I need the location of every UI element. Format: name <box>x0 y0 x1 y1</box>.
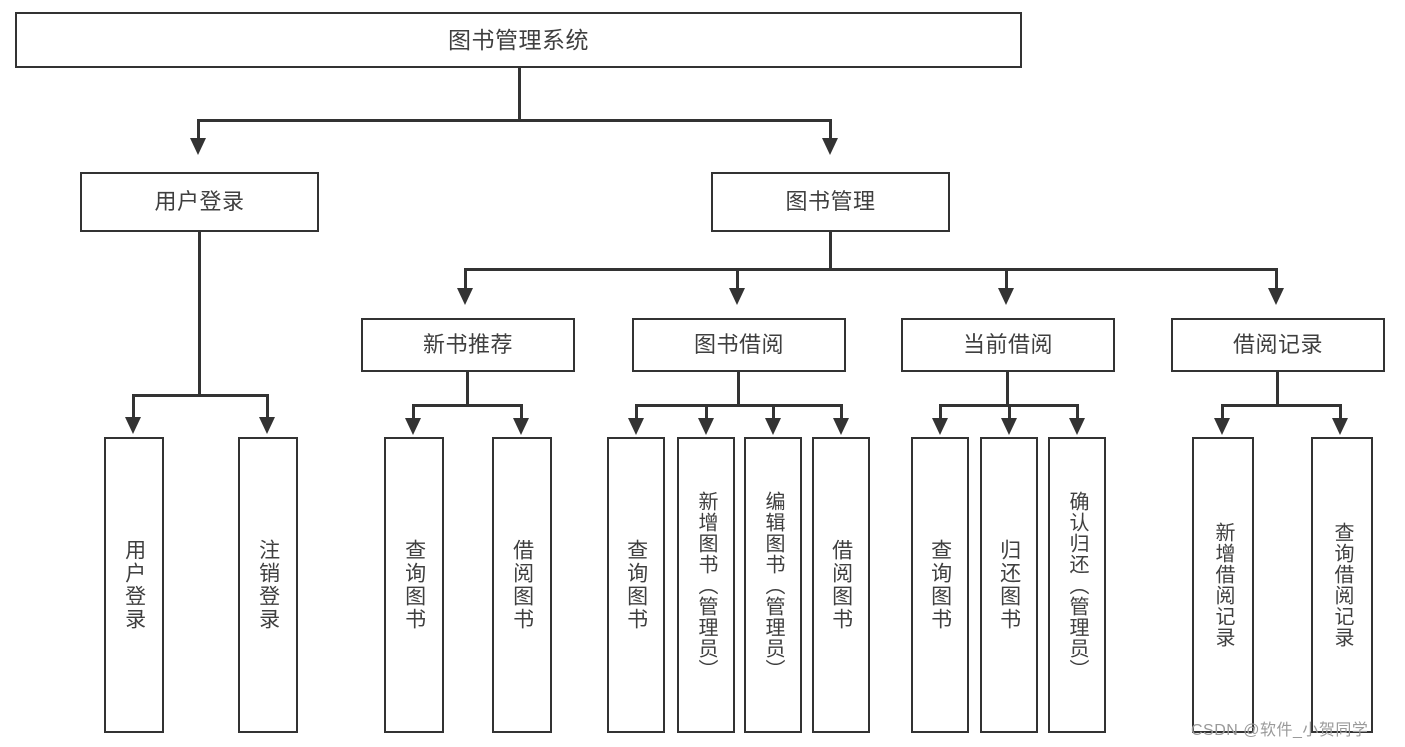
leaf-add-book-admin[interactable]: 新增图书（管理员） <box>677 437 735 733</box>
connector-book-borrow-bar <box>635 404 843 407</box>
node-label: 确认归还（管理员） <box>1066 490 1088 680</box>
node-book-borrow[interactable]: 图书借阅 <box>632 318 846 372</box>
connector-user-login-drop <box>198 232 201 396</box>
leaf-query-book-borrow[interactable]: 查询图书 <box>607 437 665 733</box>
connector-root-bar <box>197 119 832 122</box>
connector-new-book-leaf-1 <box>412 404 415 420</box>
connector-book-borrow-leaf-3 <box>772 404 775 420</box>
leaf-return-book[interactable]: 归还图书 <box>980 437 1038 733</box>
connector-book-borrow-drop <box>737 372 740 406</box>
leaf-edit-book-admin[interactable]: 编辑图书（管理员） <box>744 437 802 733</box>
leaf-borrow-book[interactable]: 借阅图书 <box>812 437 870 733</box>
node-label: 图书管理 <box>785 188 876 214</box>
connector-user-login-bar <box>132 394 269 397</box>
arrowhead-book-borrow-leaf-4 <box>833 418 849 435</box>
node-label: 归还图书 <box>997 539 1021 631</box>
leaf-user-login[interactable]: 用户登录 <box>104 437 164 733</box>
node-current-borrow[interactable]: 当前借阅 <box>901 318 1115 372</box>
node-label: 借阅图书 <box>510 539 534 631</box>
node-label: 查询图书 <box>624 539 648 631</box>
leaf-borrow-book-recommend[interactable]: 借阅图书 <box>492 437 552 733</box>
connector-new-book-drop <box>466 372 469 406</box>
node-book-manage[interactable]: 图书管理 <box>711 172 950 232</box>
connector-current-borrow-drop <box>1006 372 1009 406</box>
arrowhead-book-borrow-leaf-1 <box>628 418 644 435</box>
arrowhead-book-borrow-leaf-2 <box>698 418 714 435</box>
connector-borrow-record-leaf-2 <box>1339 404 1342 420</box>
connector-to-book-manage <box>829 119 832 141</box>
arrowhead-borrow-record <box>1268 288 1284 305</box>
node-label: 注销登录 <box>256 539 280 631</box>
connector-new-book-leaf-2 <box>520 404 523 420</box>
connector-to-new-book <box>464 268 467 290</box>
node-label: 查询图书 <box>402 539 426 631</box>
leaf-query-book-current[interactable]: 查询图书 <box>911 437 969 733</box>
leaf-query-borrow-record[interactable]: 查询借阅记录 <box>1311 437 1373 733</box>
leaf-logout[interactable]: 注销登录 <box>238 437 298 733</box>
node-new-book-recommend[interactable]: 新书推荐 <box>361 318 575 372</box>
arrowhead-current-borrow-leaf-1 <box>932 418 948 435</box>
arrowhead-current-borrow <box>998 288 1014 305</box>
arrowhead-new-book-leaf-1 <box>405 418 421 435</box>
connector-user-login-leaf-1 <box>132 394 135 419</box>
connector-book-borrow-leaf-1 <box>635 404 638 420</box>
leaf-query-book-recommend[interactable]: 查询图书 <box>384 437 444 733</box>
connector-borrow-record-bar <box>1221 404 1342 407</box>
node-label: 图书借阅 <box>693 331 784 357</box>
arrowhead-book-borrow-leaf-3 <box>765 418 781 435</box>
connector-book-borrow-leaf-4 <box>840 404 843 420</box>
connector-to-current-borrow <box>1005 268 1008 290</box>
node-borrow-record[interactable]: 借阅记录 <box>1171 318 1385 372</box>
connector-to-book-borrow <box>736 268 739 290</box>
arrowhead-current-borrow-leaf-2 <box>1001 418 1017 435</box>
csdn-watermark: CSDN @软件_小贺同学 <box>1191 722 1369 739</box>
arrowhead-new-book-leaf-2 <box>513 418 529 435</box>
arrowhead-new-book <box>457 288 473 305</box>
arrowhead-leaf-user-login <box>125 417 141 434</box>
connector-book-manage-bar <box>464 268 1278 271</box>
node-label: 图书管理系统 <box>448 26 589 53</box>
node-label: 新增图书（管理员） <box>695 490 717 680</box>
leaf-confirm-return-admin[interactable]: 确认归还（管理员） <box>1048 437 1106 733</box>
arrowhead-book-borrow <box>729 288 745 305</box>
node-label: 新增借阅记录 <box>1212 522 1234 648</box>
connector-book-manage-drop <box>829 232 832 270</box>
arrowhead-user-login <box>190 138 206 155</box>
node-label: 编辑图书（管理员） <box>762 490 784 680</box>
arrowhead-borrow-record-leaf-2 <box>1332 418 1348 435</box>
node-user-login[interactable]: 用户登录 <box>80 172 319 232</box>
connector-book-borrow-leaf-2 <box>705 404 708 420</box>
arrowhead-borrow-record-leaf-1 <box>1214 418 1230 435</box>
connector-to-borrow-record <box>1275 268 1278 290</box>
node-label: 用户登录 <box>122 539 146 631</box>
connector-user-login-leaf-2 <box>266 394 269 419</box>
connector-current-borrow-leaf-1 <box>939 404 942 420</box>
node-label: 查询图书 <box>928 539 952 631</box>
node-label: 借阅记录 <box>1232 331 1323 357</box>
arrowhead-book-manage <box>822 138 838 155</box>
node-root-system[interactable]: 图书管理系统 <box>15 12 1022 68</box>
connector-root-drop <box>518 68 521 121</box>
node-label: 查询借阅记录 <box>1331 522 1353 648</box>
connector-new-book-bar <box>412 404 523 407</box>
connector-current-borrow-leaf-3 <box>1076 404 1079 420</box>
node-label: 新书推荐 <box>422 331 513 357</box>
arrowhead-current-borrow-leaf-3 <box>1069 418 1085 435</box>
connector-borrow-record-drop <box>1276 372 1279 406</box>
leaf-add-borrow-record[interactable]: 新增借阅记录 <box>1192 437 1254 733</box>
connector-borrow-record-leaf-1 <box>1221 404 1224 420</box>
node-label: 用户登录 <box>154 188 245 214</box>
arrowhead-leaf-logout <box>259 417 275 434</box>
connector-to-user-login <box>197 119 200 141</box>
connector-current-borrow-leaf-2 <box>1008 404 1011 420</box>
node-label: 借阅图书 <box>829 539 853 631</box>
node-label: 当前借阅 <box>962 331 1053 357</box>
